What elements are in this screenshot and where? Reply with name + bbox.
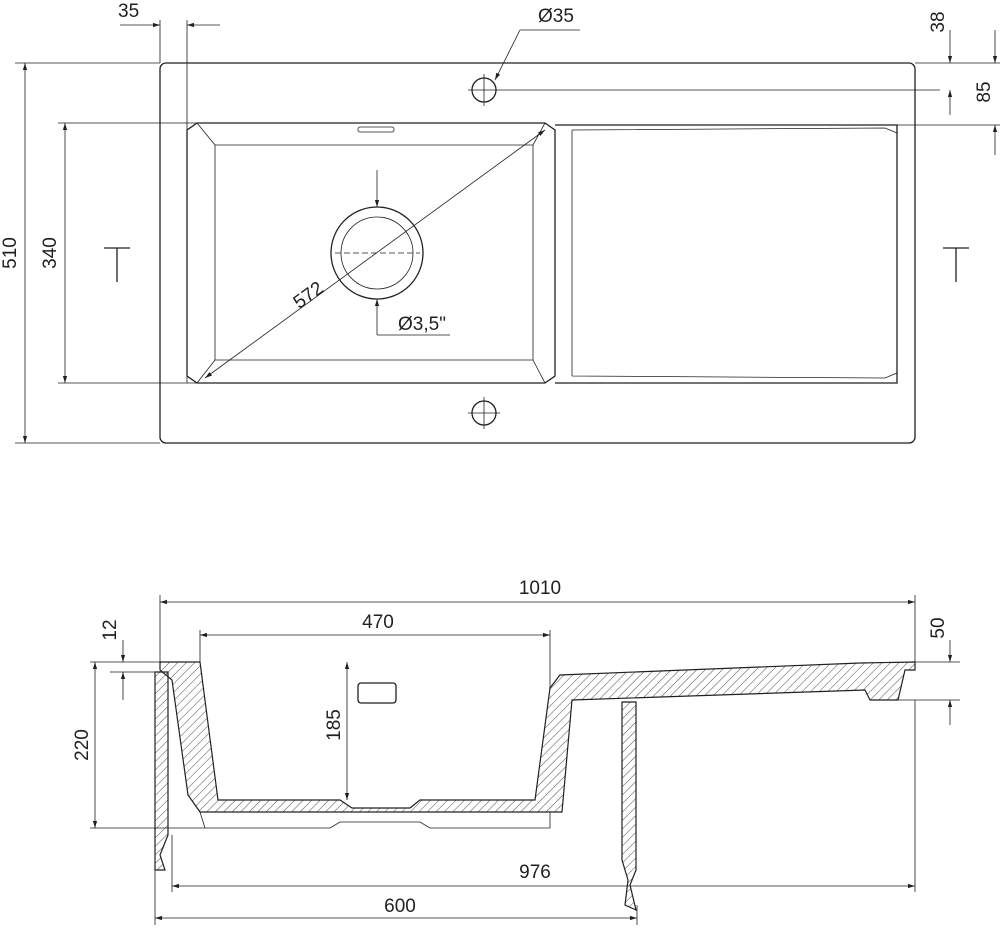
- dim-tap-hole: Ø35: [538, 6, 574, 27]
- dim-drain: Ø3,5": [398, 314, 446, 335]
- overflow-icon: [357, 682, 397, 704]
- dim-tap-offset: 38: [928, 11, 949, 32]
- dim-total-width: 1010: [519, 578, 561, 599]
- dim-bowl-diagonal: 572: [290, 278, 328, 314]
- dim-total-height: 220: [72, 729, 93, 761]
- dim-flange-width: 35: [118, 1, 139, 22]
- bowl-inner: [214, 144, 534, 361]
- overflow-icon: [357, 126, 395, 133]
- cabinet-wall-right: [621, 701, 637, 912]
- dim-bowl-width: 470: [362, 612, 394, 633]
- dim-bowl-offset: 85: [974, 81, 995, 102]
- dim-rim-thickness: 12: [100, 619, 121, 640]
- sink-section: [159, 661, 916, 813]
- drainboard: [555, 124, 898, 384]
- cabinet-wall-left: [154, 671, 169, 871]
- dim-total-depth: 510: [0, 237, 21, 269]
- top-view: 35 Ø35 510 340 572 Ø3,5" 38 85: [0, 1, 1000, 444]
- side-view: 1010 470 12 220 185 50 976 600: [72, 578, 960, 925]
- dim-drainboard-height: 50: [928, 617, 949, 638]
- dim-bowl-depth: 340: [40, 237, 61, 269]
- dim-cutout-width: 976: [519, 862, 551, 883]
- sink-outline: [159, 62, 916, 444]
- dim-min-cabinet: 600: [384, 896, 416, 917]
- dim-bowl-height: 185: [324, 709, 345, 741]
